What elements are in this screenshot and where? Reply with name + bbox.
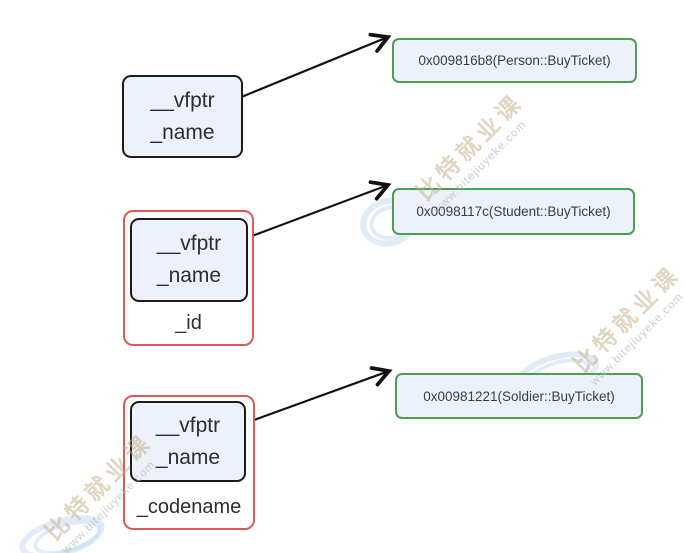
- soldier-inner-box: __vfptr _name: [130, 401, 246, 482]
- person-vtable-entry: 0x009816b8(Person::BuyTicket): [392, 38, 637, 83]
- arrow-student-vtable: [235, 180, 392, 244]
- person-object-box: __vfptr _name: [122, 75, 243, 158]
- member-codename: _codename: [136, 496, 242, 518]
- member-vfptr: __vfptr: [150, 88, 215, 112]
- member-name: _name: [150, 120, 215, 144]
- member-vfptr: __vfptr: [155, 413, 221, 437]
- student-inner-box: __vfptr _name: [130, 218, 248, 302]
- member-id: _id: [175, 312, 202, 334]
- member-vfptr: __vfptr: [156, 232, 222, 255]
- member-name: _name: [155, 445, 221, 469]
- member-name: _name: [156, 264, 222, 287]
- arrow-person-vtable: [233, 32, 392, 102]
- soldier-vtable-entry: 0x00981221(Soldier::BuyTicket): [395, 373, 643, 419]
- arrow-soldier-vtable: [231, 366, 393, 430]
- student-vtable-entry: 0x0098117c(Student::BuyTicket): [392, 188, 635, 235]
